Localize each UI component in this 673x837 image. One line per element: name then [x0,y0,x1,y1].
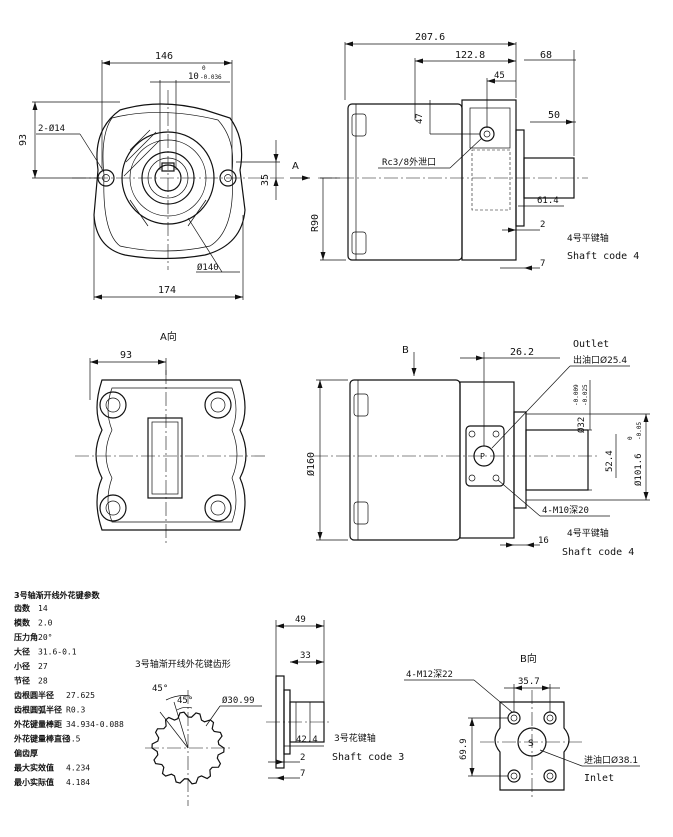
dim-side-50: 50 [548,110,560,121]
spline-row-value: 20° [38,633,52,642]
dim-mid-dia32-tol-a: -0.009 [573,384,580,406]
svg-text:P: P [480,452,485,461]
dim-front-key-tol-b: -0.036 [200,74,222,81]
dim-side-207: 207.6 [415,32,445,43]
dim-spline-42: 42.4 [296,735,318,745]
inlet-en: Inlet [584,773,614,784]
shaft-code4-en-top: Shaft code 4 [567,251,639,262]
spline-view-title: 3号轴渐开线外花键齿形 [135,658,231,670]
dim-mid-dia101: Ø101.6 [633,453,644,486]
spline-row-label: 外花键量棒直径 [14,734,70,744]
port-drain-label: Rc3/8外泄口 [382,156,436,168]
inlet-cn: 进油口Ø38.1 [584,754,638,766]
view-b: B向 S 4-M12深22 35.7 69.9 进油口Ø38.1 Inlet [404,652,640,800]
spline-row-value: 27.625 [66,691,95,700]
dim-front-146: 146 [155,51,173,62]
arrow-b-label: B [402,345,409,356]
spline-row-value: 2.0 [38,619,53,628]
spline-row-label: 小径 [13,661,30,671]
spline-angle-a: 45° [152,684,168,694]
dim-front-key: 10 [188,72,199,82]
spline-row-label: 齿根圆弧半径 [14,705,62,715]
dim-viewa-93: 93 [120,350,132,361]
shaft-code4-cn-mid: 4号平键轴 [567,527,609,539]
side-view-top: 207.6 122.8 68 45 47 50 Rc3/8外泄口 R90 61.… [310,32,639,271]
spline-view: 3号轴渐开线外花键齿形 45° 45° Ø30.99 [135,658,262,806]
spline-row-value: 3.5 [66,735,81,744]
dim-mid-52: 52.4 [605,450,615,472]
dim-front-35: 35 [260,174,271,186]
spline-row-value: 28 [38,677,48,686]
view-b-title: B向 [520,652,537,665]
spline-row-label: 节径 [14,676,30,686]
dim-side-122: 122.8 [455,50,485,61]
spline-shaft-cn: 3号花键轴 [334,732,376,744]
spline-table-title: 3号轴渐开线外花键参数 [14,590,101,600]
spline-row-value: 34.934-0.088 [66,720,124,729]
dim-side-r90: R90 [310,214,321,232]
spline-row-value: 4.234 [66,764,90,773]
dim-front-93: 93 [18,134,29,146]
dim-side-45: 45 [494,71,505,81]
dim-mid-26: 26.2 [510,347,534,358]
spline-row-label: 外花键量棒距 [14,719,62,729]
arrow-a-label: A [292,161,299,172]
spline-row-value: 31.6-0.1 [38,648,77,657]
svg-text:S: S [528,739,534,749]
dim-side-47: 47 [415,113,425,124]
spline-dia: Ø30.99 [222,695,255,706]
view-a-title: A向 [160,330,177,343]
shaft-code4-en-mid: Shaft code 4 [562,547,634,558]
spline-row-label: 模数 [14,618,31,628]
outlet-en: Outlet [573,339,609,350]
spline-row-value: R0.3 [66,706,85,715]
spline-row-label: 齿数 [14,603,31,613]
dim-mid-dia32: Ø32 [576,417,587,433]
shaft-code4-cn-top: 4号平键轴 [567,232,609,244]
dim-spline-33: 33 [300,651,311,661]
dim-side-7: 7 [540,259,545,269]
spline-row-value: 27 [38,662,48,671]
dim-mid-16: 16 [538,536,549,546]
spline-row-label: 压力角 [14,632,38,642]
outlet-cn: 出油口Ø25.4 [573,354,627,366]
dim-side-61: 61.4 [537,196,559,206]
spline-row-value: 14 [38,604,48,613]
dim-mid-dia32-tol-b: -0.025 [582,384,589,406]
dim-mid-dia160: Ø160 [305,452,317,476]
spline-row-label: 最小实际值 [14,777,54,787]
dim-spline-49: 49 [295,615,306,625]
dim-side-68: 68 [540,50,552,61]
spline-row-label: 最大实效值 [14,763,54,773]
spline-shaft-en: Shaft code 3 [332,752,404,763]
spline-row-value: 4.184 [66,778,90,787]
dim-front-holes: 2-Ø14 [38,123,65,134]
front-view: 146 10 0 -0.036 93 2-Ø14 35 Ø140 [18,51,310,300]
dim-spline-2: 2 [300,753,305,763]
dim-front-174: 174 [158,285,176,296]
dim-spline-7: 7 [300,769,305,779]
dim-viewb-35: 35.7 [518,677,540,687]
spline-row-label: 齿根圆半径 [14,690,54,700]
dim-front-key-tol-a: 0 [202,65,206,72]
dim-mid-dia101-tol-a: 0 [627,436,634,440]
dim-viewb-thread: 4-M12深22 [406,669,453,680]
view-a: A向 93 [75,330,265,545]
side-view-mid: P B 26.2 Outlet 出油口Ø25.4 Ø32 -0.009 -0.0… [305,339,650,558]
dim-viewb-69: 69.9 [459,738,469,760]
spline-angle-b: 45° [177,696,193,706]
spline-shaft: 49 33 42.4 2 7 3号花键轴 Shaft code 3 [266,615,404,781]
dim-mid-thread: 4-M10深20 [542,505,589,516]
dim-side-2: 2 [540,220,545,230]
spline-row-label: 偏齿厚 [14,748,38,758]
dim-mid-dia101-tol-b: -0.05 [636,422,643,440]
dim-front-dia140: Ø140 [197,262,219,273]
spline-row-label: 大径 [14,647,30,657]
